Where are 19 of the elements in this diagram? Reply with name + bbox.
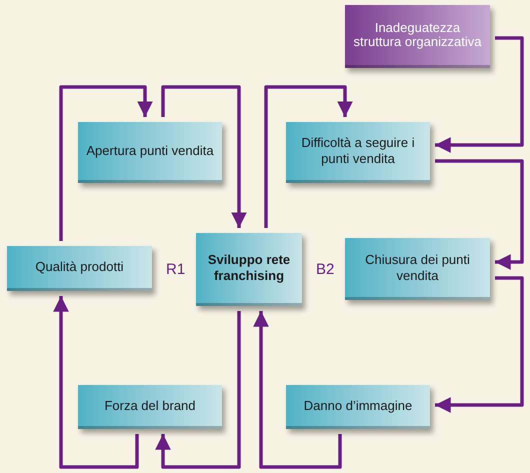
loop-label: B2 [316,260,334,280]
arrow [53,296,139,469]
process-box: Difficoltà a seguire i punti vendita [286,122,430,183]
cause-box: Inadeguatezza struttura organizzativa [345,5,490,68]
process-box: Forza del brand [78,385,222,429]
arrow [59,85,153,241]
process-box: Chiusura dei punti vendita [345,238,490,300]
loop-label: R1 [166,260,186,280]
arrow [155,311,241,469]
arrow [161,85,247,228]
arrow [435,36,524,153]
process-box: Apertura punti vendita [78,122,222,183]
arrow [435,276,524,413]
process-box: Danno d’immagine [286,385,430,429]
arrow [435,159,524,270]
arrow [253,311,342,469]
process-box: Qualità prodotti [7,246,152,291]
arrow [264,85,353,228]
process-box: Sviluppo rete franchising [196,233,302,306]
